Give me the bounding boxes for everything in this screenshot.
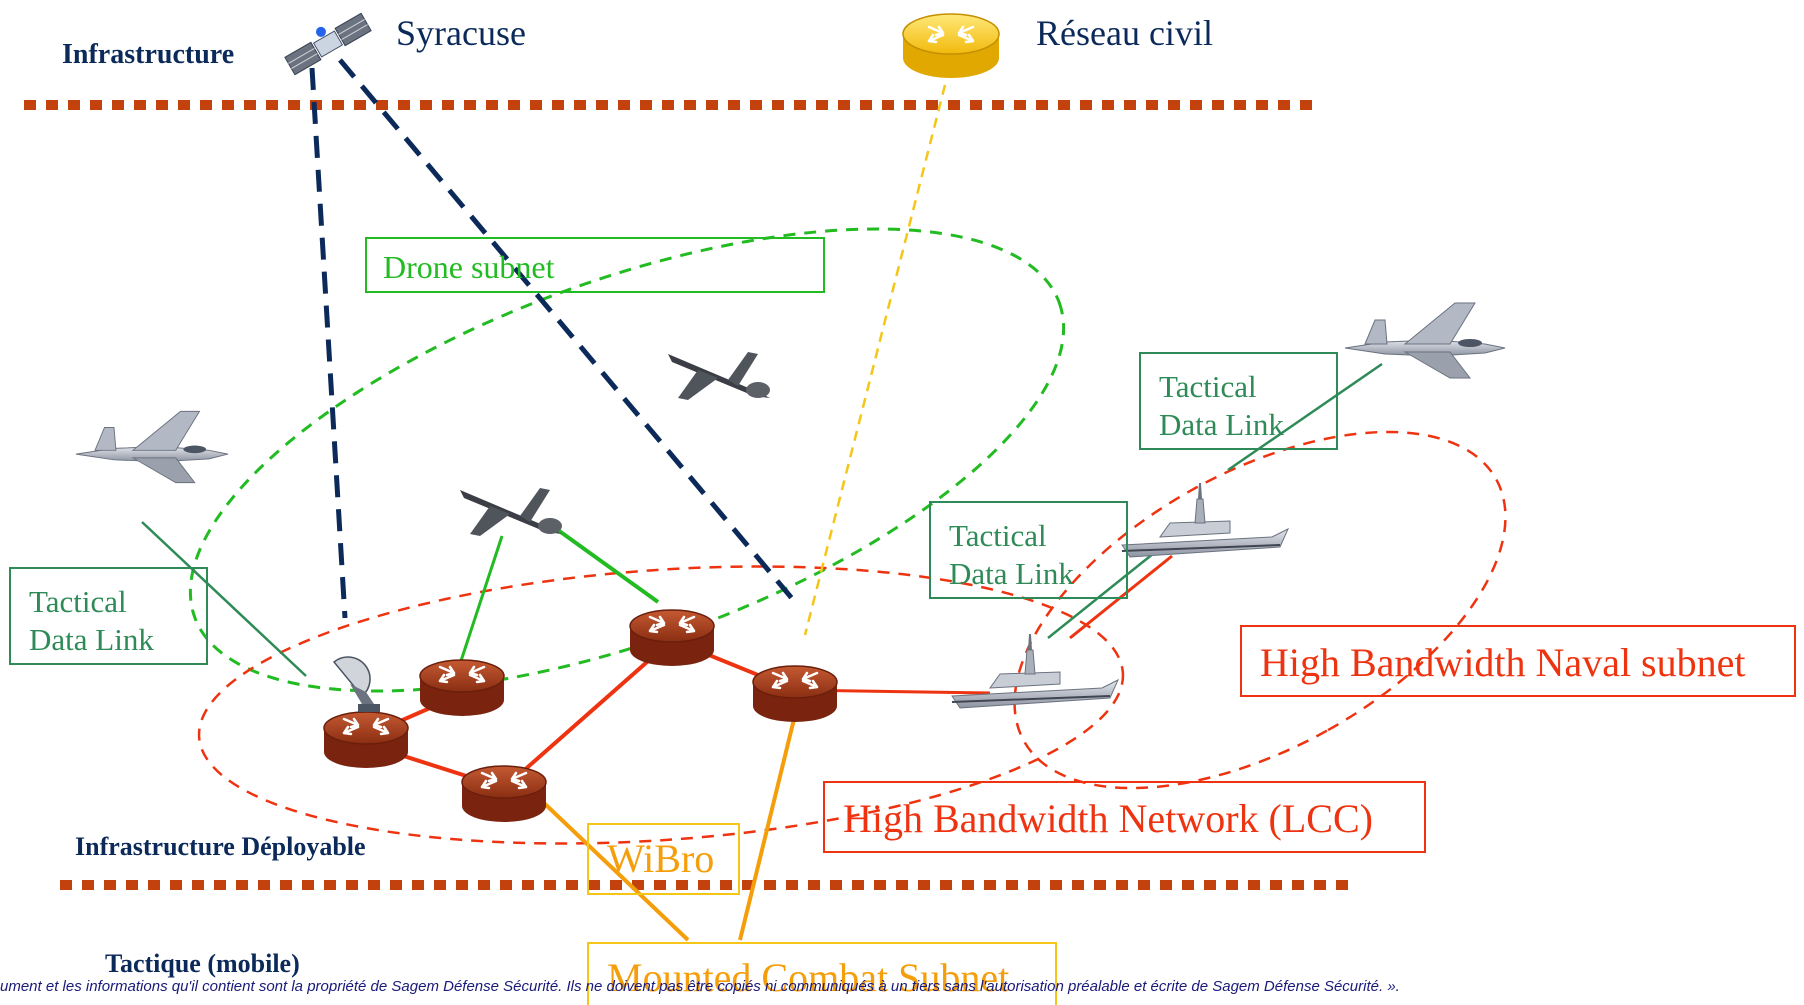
civil-router-icon	[902, 13, 1000, 78]
fighter-jet-right-icon	[1344, 302, 1506, 379]
satellite-label: Syracuse	[396, 13, 526, 53]
lcc-network-ellipse	[197, 565, 1125, 845]
civil-network-label: Réseau civil	[1036, 13, 1213, 53]
layer-label-deployable: Infrastructure Déployable	[75, 832, 366, 861]
tdl-link-right	[1227, 362, 1383, 472]
naval-subnet-label: High Bandwidth Naval subnet	[1240, 625, 1796, 697]
wibro-text: WiBro	[607, 836, 715, 881]
layer-label-tactical: Tactique (mobile)	[105, 949, 300, 978]
lcc-network-label: High Bandwidth Network (LCC)	[823, 781, 1426, 853]
tdl-mid-line1: Tactical	[949, 518, 1047, 553]
tdl-right-line1: Tactical	[1159, 369, 1257, 404]
tdl-right-line2: Data Link	[1159, 407, 1284, 442]
router-gateway	[753, 666, 837, 722]
ground-antenna-icon	[332, 656, 380, 712]
drone-subnet-label: Drone subnet	[365, 237, 825, 293]
tdl-left-label: Tactical Data Link	[9, 567, 208, 665]
tdl-right-label: Tactical Data Link	[1139, 352, 1338, 450]
naval-subnet-ellipse	[1013, 430, 1507, 790]
drone-subnet-ellipse	[188, 227, 1066, 693]
backbone-link-3	[502, 638, 674, 790]
footer-disclaimer: ument et les informations qu'il contient…	[0, 978, 1400, 995]
drone-upper-icon	[668, 352, 770, 400]
tdl-left-line2: Data Link	[29, 622, 154, 657]
drone-lower-icon	[460, 488, 562, 536]
tdl-link-mid	[1047, 544, 1165, 639]
router-drone	[420, 660, 504, 716]
drone-link-right	[542, 518, 660, 604]
fighter-jet-left-icon	[75, 410, 229, 484]
mounted-subnet-label: Mounted Combat Subnet	[587, 942, 1057, 1005]
satellite-link-ground	[309, 67, 348, 619]
tdl-mid-line2: Data Link	[949, 556, 1074, 591]
satellite-icon	[284, 12, 372, 76]
tdl-left-line1: Tactical	[29, 584, 127, 619]
drone-link-left	[456, 535, 504, 671]
router-ground	[324, 712, 408, 768]
wibro-label: WiBro	[587, 823, 740, 895]
router-center	[630, 610, 714, 666]
mounted-subnet-text: Mounted Combat Subnet	[607, 955, 1010, 1000]
civil-network-link	[803, 84, 947, 636]
drone-subnet-text: Drone subnet	[383, 249, 555, 285]
mounted-link-left	[543, 802, 690, 942]
mounted-link-right	[738, 714, 797, 941]
router-wibro	[462, 766, 546, 822]
tdl-mid-label: Tactical Data Link	[929, 501, 1128, 599]
frigate-lower-icon	[951, 633, 1119, 709]
naval-subnet-text: High Bandwidth Naval subnet	[1260, 640, 1746, 685]
lcc-network-text: High Bandwidth Network (LCC)	[843, 796, 1373, 841]
layer-label-infrastructure: Infrastructure	[62, 39, 235, 70]
satellite-link-router	[338, 58, 797, 604]
tdl-link-left	[141, 521, 307, 677]
frigate-upper-icon	[1121, 482, 1289, 558]
